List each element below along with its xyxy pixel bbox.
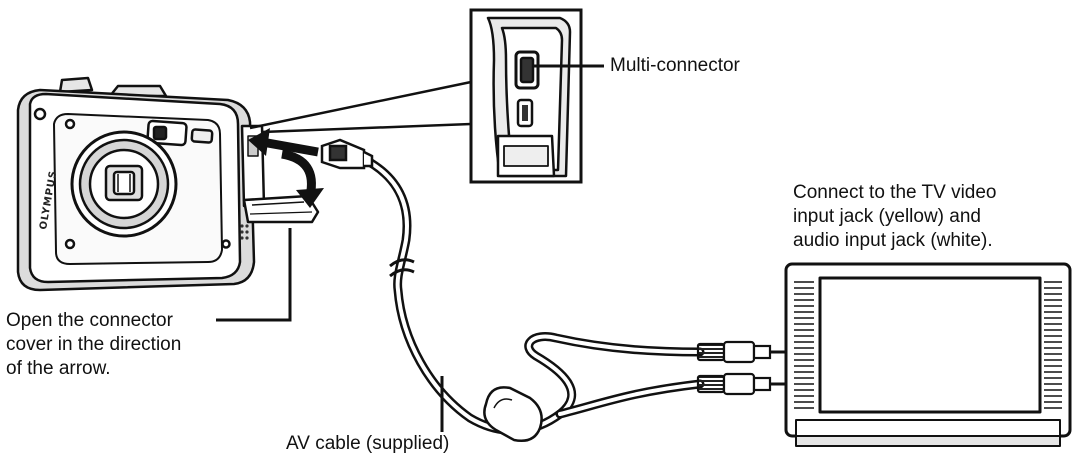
- av-cable-label: AV cable (supplied): [286, 433, 450, 454]
- tv-instruction-line: audio input jack (white).: [793, 230, 993, 251]
- insert-plug-arrow: [248, 128, 319, 157]
- tv-illustration: [784, 262, 1072, 447]
- rca-plug-top: [696, 340, 786, 364]
- camera-illustration: [16, 76, 266, 292]
- multi-connector-plug: [320, 138, 374, 170]
- cover-instruction-line: Open the connector: [6, 310, 173, 331]
- tv-instruction-line: input jack (yellow) and: [793, 206, 981, 227]
- av-cable: [357, 153, 705, 435]
- open-cover-arrow: [281, 149, 324, 208]
- cover-instruction-line: cover in the direction: [6, 334, 182, 355]
- cover-instruction-line: of the arrow.: [6, 358, 111, 379]
- ferrite-core: [483, 386, 543, 442]
- rca-plug-bottom: [696, 372, 786, 396]
- multi-connector-inset: [469, 8, 583, 184]
- connector-cover-flap: [242, 194, 320, 224]
- cable-break-mark: [389, 258, 415, 278]
- inset-leader-lines: [249, 80, 472, 134]
- multi-connector-label: Multi-connector: [610, 55, 740, 76]
- label-leader-lines: [216, 64, 604, 432]
- tv-instruction-line: Connect to the TV video: [793, 182, 997, 203]
